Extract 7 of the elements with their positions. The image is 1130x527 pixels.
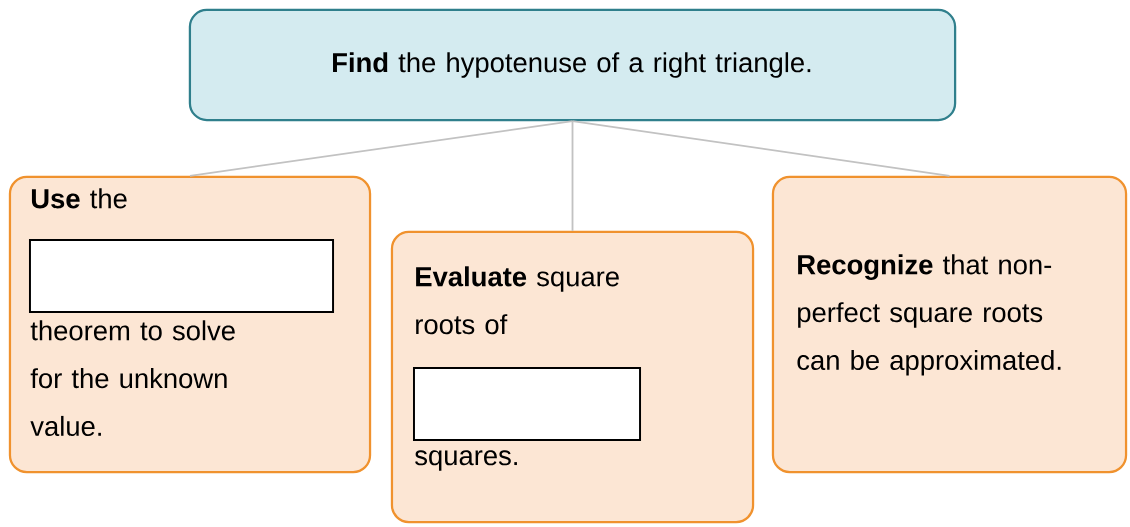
connector-line [571, 120, 574, 232]
goal-box: Find the hypotenuse of a right triangle. [188, 8, 957, 122]
connector-line [189, 120, 574, 177]
connector-line [571, 120, 951, 177]
answer-box [28, 239, 335, 313]
answer-box [413, 367, 642, 441]
objective-box: Recognize that non-perfect square roots can be approximated. [771, 175, 1128, 474]
